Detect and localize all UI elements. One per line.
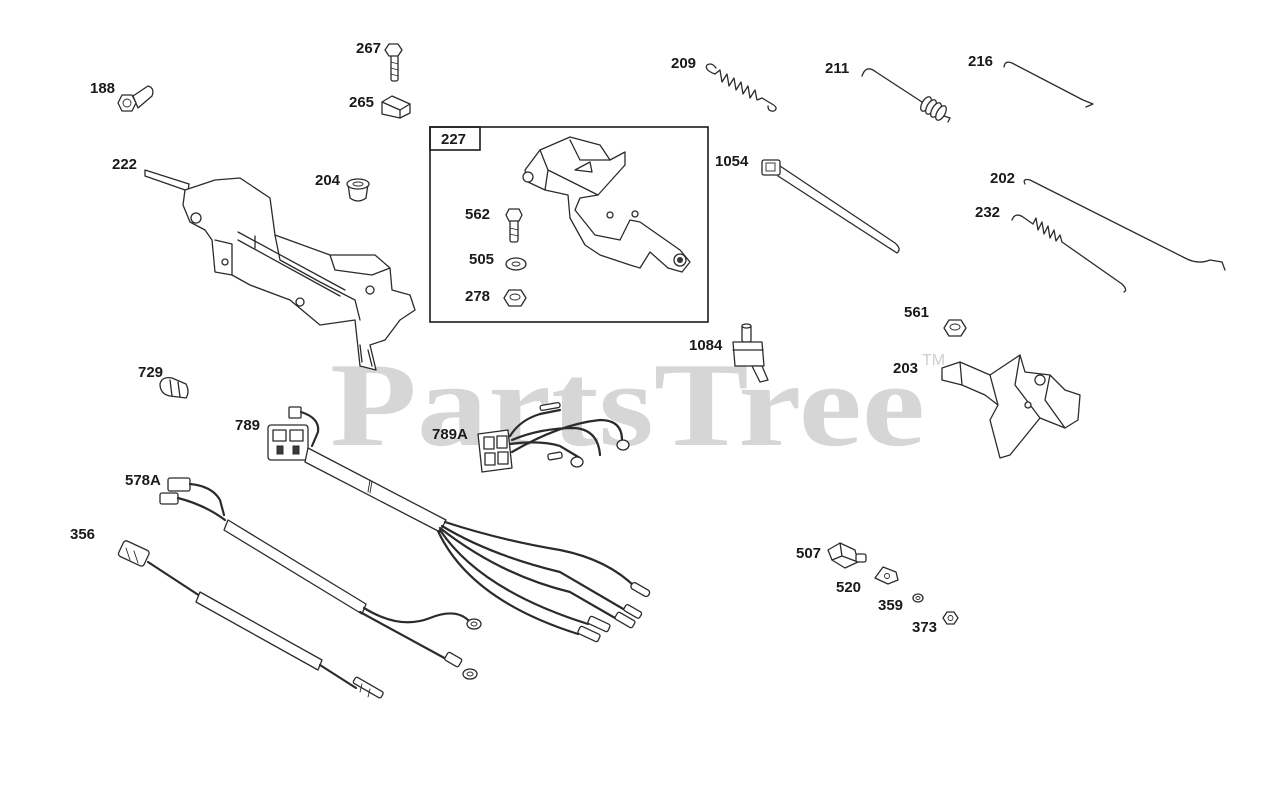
part-label-202: 202 (990, 170, 1015, 187)
part-label-359: 359 (878, 597, 903, 614)
part-211-spring (861, 68, 951, 123)
watermark-logo-text: PartsTree (330, 338, 925, 471)
part-label-562: 562 (465, 206, 490, 223)
part-label-216: 216 (968, 53, 993, 70)
part-216-rod (1003, 61, 1094, 108)
part-label-356: 356 (70, 526, 95, 543)
part-267-screw (384, 43, 403, 82)
part-789A-wire-harness (477, 401, 630, 473)
part-label-561: 561 (904, 304, 929, 321)
part-204-bushing (346, 178, 370, 202)
part-227-bracket (522, 136, 691, 273)
part-label-578A: 578A (125, 472, 161, 489)
part-505-washer (505, 257, 527, 271)
part-label-222: 222 (112, 156, 137, 173)
part-label-265: 265 (349, 94, 374, 111)
part-label-520: 520 (836, 579, 861, 596)
part-label-204: 204 (315, 172, 341, 189)
part-232-spring (1011, 214, 1127, 293)
part-label-1054: 1054 (715, 153, 749, 170)
part-359-washer (912, 593, 924, 603)
part-label-188: 188 (90, 80, 115, 97)
part-label-267: 267 (356, 40, 381, 57)
part-222-bracket (144, 169, 416, 371)
part-356-wire-harness (117, 540, 384, 699)
part-label-507: 507 (796, 545, 821, 562)
part-label-1084: 1084 (689, 337, 723, 354)
part-label-789: 789 (235, 417, 260, 434)
part-209-spring (705, 63, 777, 112)
part-188-bolt (117, 85, 154, 112)
part-729-connector (159, 376, 189, 399)
part-label-505: 505 (469, 251, 494, 268)
part-label-209: 209 (671, 55, 696, 72)
part-label-789A: 789A (432, 426, 468, 443)
part-label-203: 203 (893, 360, 918, 377)
part-1054-cable-tie (761, 159, 900, 254)
part-202-rod (1023, 178, 1226, 271)
part-227-callout-box (429, 126, 709, 323)
part-label-278: 278 (465, 288, 490, 305)
part-1084-switch (732, 323, 769, 383)
part-label-373: 373 (912, 619, 937, 636)
part-507-fitting (827, 542, 867, 569)
part-561-nut (943, 319, 967, 337)
part-520-clip (874, 566, 899, 585)
part-562-screw (505, 208, 523, 243)
part-label-729: 729 (138, 364, 163, 381)
part-label-211: 211 (825, 60, 849, 77)
part-265-clip (381, 95, 411, 119)
part-label-227: 227 (441, 131, 466, 148)
part-789-wire-harness (267, 406, 651, 643)
watermark-trademark: TM (922, 352, 945, 369)
part-203-bracket (941, 354, 1081, 459)
part-578A-wire-harness (159, 477, 482, 680)
part-278-nut (503, 289, 527, 307)
part-373-nut (942, 611, 959, 625)
part-label-232: 232 (975, 204, 1000, 221)
